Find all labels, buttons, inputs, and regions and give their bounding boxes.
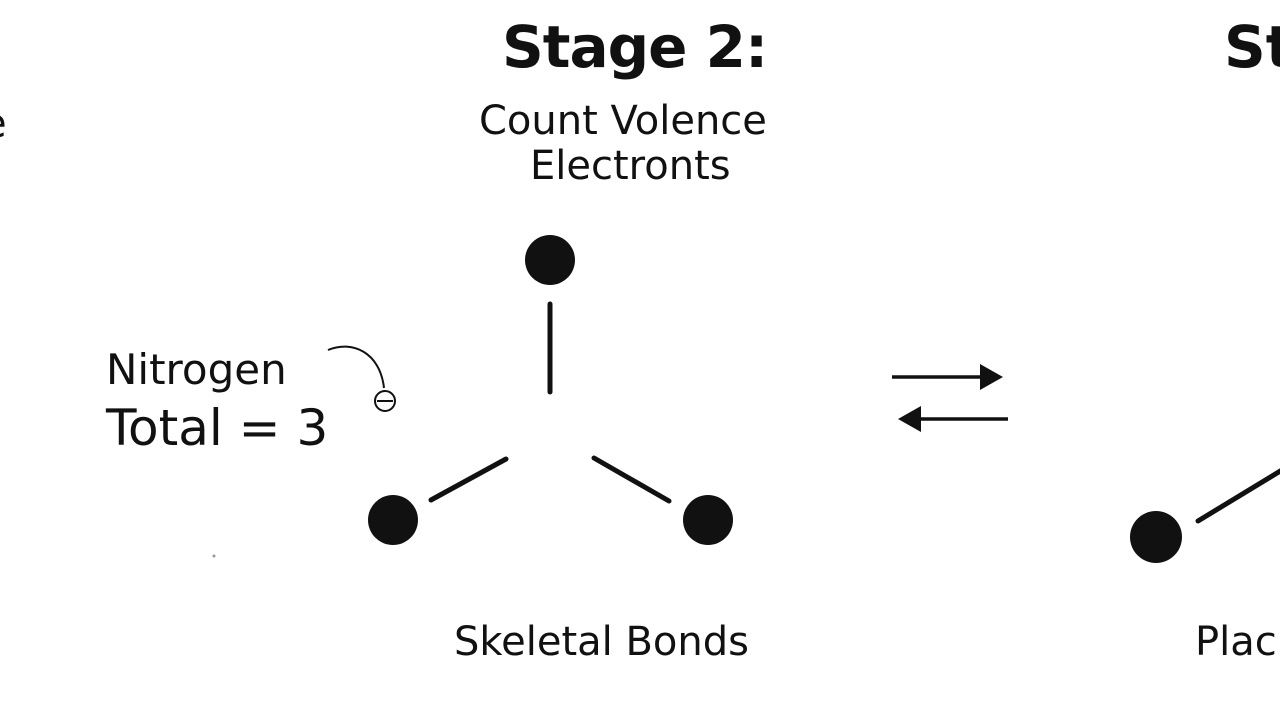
next-stage-caption-fragment: Plac xyxy=(1195,619,1277,665)
curved-pointer-icon xyxy=(327,345,396,412)
stage-caption: Skeletal Bonds xyxy=(454,619,749,665)
atom-dot-icon xyxy=(1130,511,1182,563)
stage-title: Stage 2: xyxy=(502,13,768,81)
atom-dot-icon xyxy=(368,495,418,545)
atom-dot-icon xyxy=(683,495,733,545)
total-label: Total = 3 xyxy=(106,399,329,457)
atom-dot-icon xyxy=(525,235,575,285)
stage-subtitle-line-2: Electronts xyxy=(530,143,731,189)
stage-subtitle-line-1: Count Volence xyxy=(479,98,767,144)
bond-partial xyxy=(1195,468,1280,524)
element-label: Nitrogen xyxy=(106,345,287,394)
previous-stage-text-fragment: e xyxy=(0,104,7,144)
equilibrium-arrows-icon xyxy=(892,364,1008,432)
bond-right xyxy=(591,455,672,504)
next-stage-title-fragment: St xyxy=(1224,13,1280,81)
bond-left xyxy=(428,456,509,503)
speck xyxy=(212,554,216,558)
